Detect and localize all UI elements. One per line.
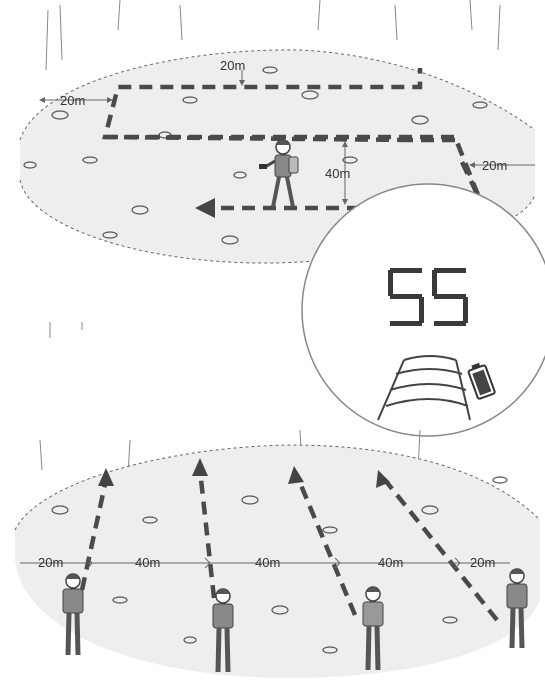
bottom-label-40m-2: 40m [255,555,280,570]
bottom-label-20m-right: 20m [470,555,495,570]
bottom-panel: 20m 40m 40m 40m 20m [15,430,540,678]
label-right-20m: 20m [482,158,507,173]
reading-value: 55 [0,0,2,1]
bottom-label-40m-1: 40m [135,555,160,570]
label-spacing-40m: 40m [325,166,350,181]
label-top-20m: 20m [220,58,245,73]
bottom-label-40m-3: 40m [378,555,403,570]
bottom-label-20m-left: 20m [38,555,63,570]
label-left-20m: 20m [60,93,85,108]
